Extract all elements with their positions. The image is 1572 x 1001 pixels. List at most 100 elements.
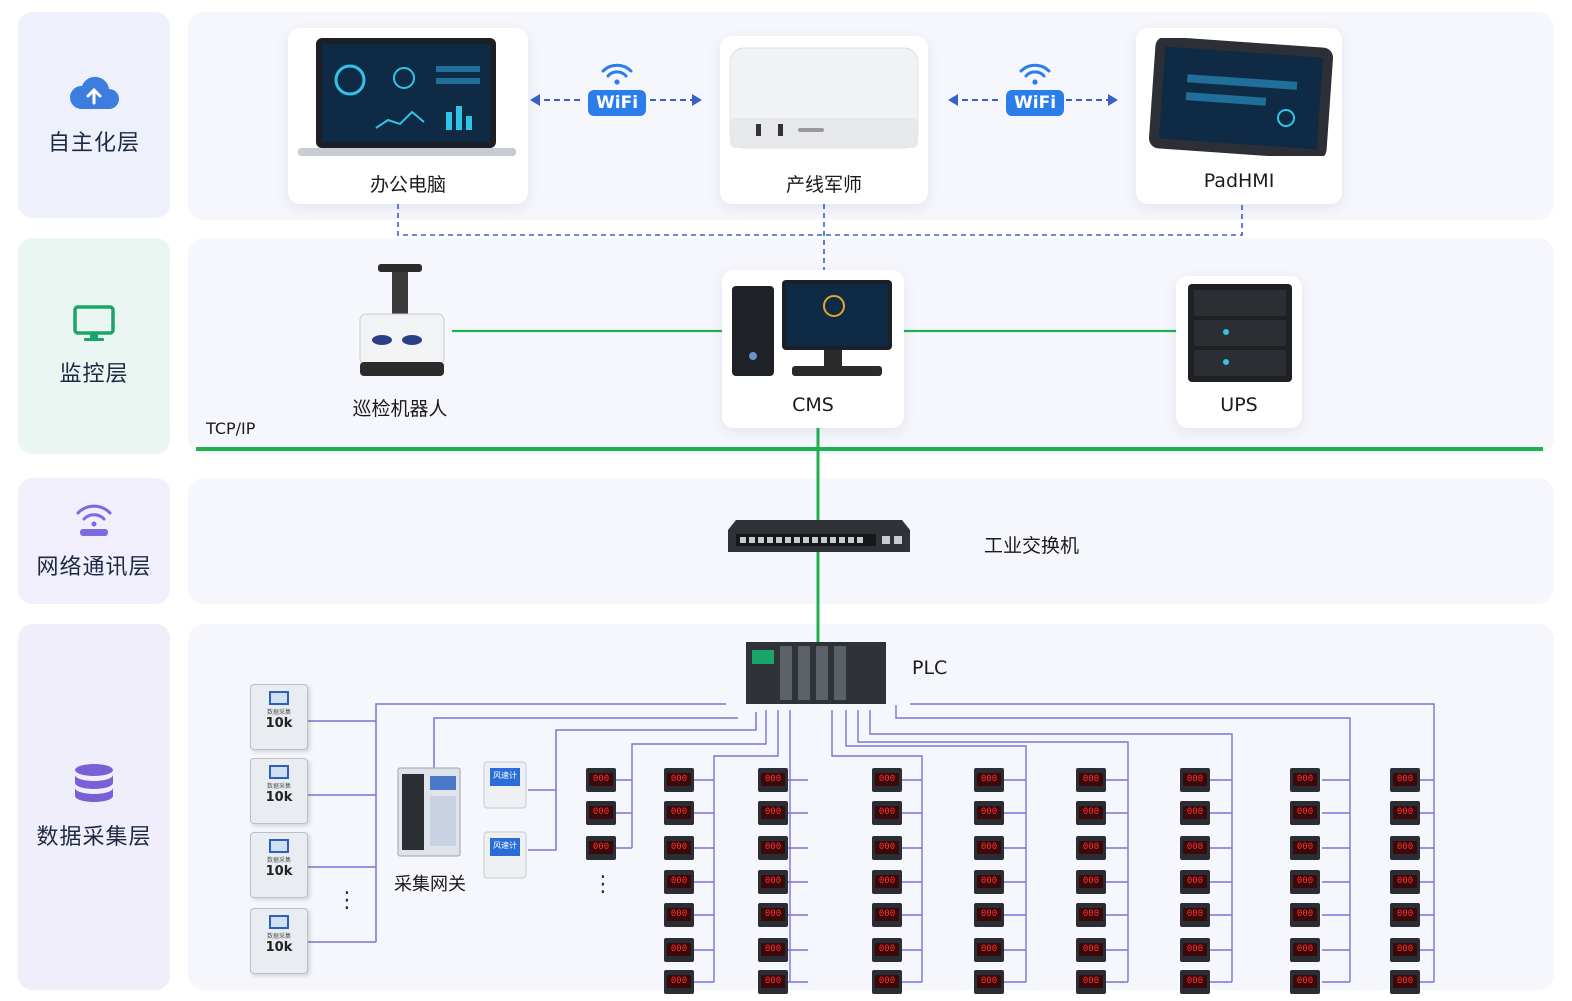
transformer-caption: 数据采集 [266, 783, 291, 790]
power-meter: 000 [872, 836, 902, 860]
power-meter: 000 [974, 970, 1004, 994]
wifi-signal-icon [601, 63, 633, 85]
power-meter: 000 [1076, 836, 1106, 860]
tablet-icon [1148, 38, 1334, 156]
layer-label-acquisition: 数据采集层 [36, 825, 152, 850]
robot-icon [359, 264, 445, 376]
meter-display: 000 [977, 806, 1001, 819]
meter-display: 000 [1079, 875, 1103, 888]
power-meter: 000 [872, 768, 902, 792]
meter-display: 000 [1183, 943, 1207, 956]
meter-display: 000 [1183, 841, 1207, 854]
power-meter: 000 [1076, 768, 1106, 792]
meter-display: 000 [1293, 806, 1317, 819]
meter-display: 000 [589, 806, 613, 819]
meter-display: 000 [761, 975, 785, 988]
meter-display: 000 [977, 875, 1001, 888]
transformer-caption: 数据采集 [266, 857, 291, 864]
power-meter: 000 [1290, 903, 1320, 927]
meter-display: 000 [977, 841, 1001, 854]
meter-display: 000 [667, 943, 691, 956]
meter-display: 000 [761, 943, 785, 956]
meter-display: 000 [761, 773, 785, 786]
power-meter: 000 [758, 836, 788, 860]
meter-display: 000 [1079, 841, 1103, 854]
power-meter: 000 [1290, 970, 1320, 994]
switch-icon [728, 520, 910, 552]
meter-display: 000 [667, 975, 691, 988]
transformer-screen [269, 765, 289, 779]
transformer-monitor: 数据采集 10k [250, 908, 308, 974]
transformer-caption: 数据采集 [266, 709, 291, 716]
transformer-value: 10k [265, 940, 293, 955]
anemometer-label: 风速计 [493, 841, 517, 850]
transformer-value: 10k [265, 716, 293, 731]
meter-display: 000 [1393, 875, 1417, 888]
meter-display: 000 [875, 875, 899, 888]
transformer-monitor: 数据采集 10k [250, 832, 308, 898]
power-meter: 000 [974, 938, 1004, 962]
power-meter: 000 [974, 801, 1004, 825]
line-advisor-label: 产线军师 [785, 174, 862, 196]
power-meter: 000 [1290, 768, 1320, 792]
power-meter: 000 [1076, 870, 1106, 894]
wifi-badge-right-text: WiFi [1014, 93, 1057, 113]
transformer-value: 10k [265, 790, 293, 805]
cms-label: CMS [792, 394, 834, 416]
meter-display: 000 [1393, 943, 1417, 956]
power-meter: 000 [1390, 801, 1420, 825]
meter-display: 000 [1293, 975, 1317, 988]
ups-label: UPS [1220, 394, 1258, 416]
power-meter: 000 [1180, 768, 1210, 792]
power-meter: 000 [1390, 903, 1420, 927]
monitor-icon [73, 305, 115, 341]
power-meter: 000 [872, 801, 902, 825]
meter-display: 000 [875, 773, 899, 786]
meter-display: 000 [761, 806, 785, 819]
power-meter: 000 [664, 903, 694, 927]
meter-display: 000 [875, 841, 899, 854]
power-meter: 000 [1180, 836, 1210, 860]
meter-display: 000 [1393, 773, 1417, 786]
layer-label-autonomy: 自主化层 [47, 131, 140, 156]
transformer-screen [269, 839, 289, 853]
power-meter: 000 [1180, 903, 1210, 927]
meter-display: 000 [875, 943, 899, 956]
meter-display: 000 [1393, 975, 1417, 988]
power-meter: 000 [872, 903, 902, 927]
meter-display: 000 [761, 908, 785, 921]
meter-display: 000 [1293, 773, 1317, 786]
power-meter: 000 [758, 870, 788, 894]
meter-display: 000 [589, 773, 613, 786]
database-icon [75, 764, 113, 802]
meter-display: 000 [1079, 806, 1103, 819]
meter-display: 000 [977, 908, 1001, 921]
power-meter: 000 [586, 836, 616, 860]
layer-network: 网络通讯层 [18, 478, 170, 604]
power-meter: 000 [664, 801, 694, 825]
plc-label: PLC [912, 657, 948, 679]
meter-display: 000 [667, 841, 691, 854]
wifi-badge-left-text: WiFi [596, 93, 639, 113]
power-meter: 000 [1290, 938, 1320, 962]
laptop-icon [298, 38, 516, 156]
power-meter: 000 [974, 836, 1004, 860]
robot-label: 巡检机器人 [352, 398, 448, 420]
meter-display: 000 [761, 875, 785, 888]
transformer-screen [269, 691, 289, 705]
meter-display: 000 [977, 773, 1001, 786]
ups-icon [1188, 284, 1292, 382]
meter-display: 000 [1293, 841, 1317, 854]
server-box-icon [729, 47, 919, 149]
power-meter: 000 [1290, 870, 1320, 894]
power-meter: 000 [1076, 970, 1106, 994]
layer-label-monitor: 监控层 [59, 362, 129, 387]
meter-display: 000 [875, 975, 899, 988]
power-meter: 000 [1390, 970, 1420, 994]
wifi-badge-left: WiFi [588, 90, 647, 116]
layer-acquisition: 数据采集层 [18, 624, 170, 990]
cloud-upload-icon [69, 76, 119, 109]
power-meter: 000 [664, 836, 694, 860]
power-meter: 000 [872, 870, 902, 894]
